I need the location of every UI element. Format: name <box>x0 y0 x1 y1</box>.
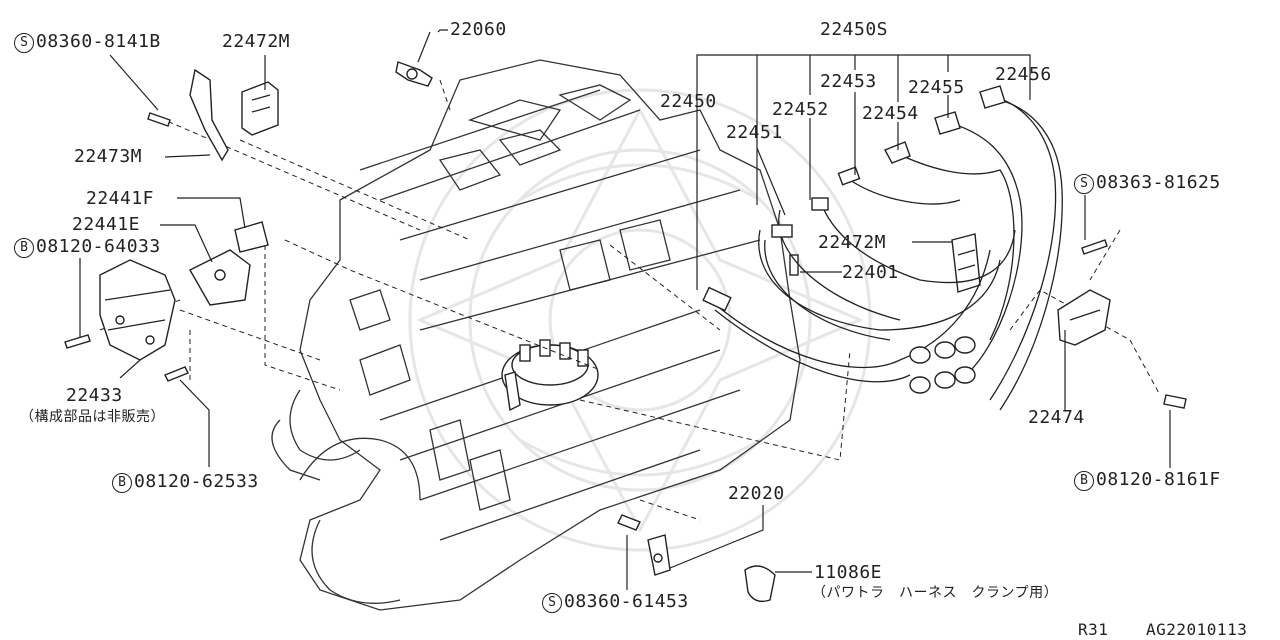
label-22441F: 22441F <box>86 188 155 209</box>
label-22456: 22456 <box>995 64 1052 85</box>
label-22474: 22474 <box>1028 407 1085 428</box>
holder-22472M-mid <box>951 233 981 293</box>
label-22450S: 22450S <box>820 19 889 40</box>
dashed-lines <box>99 79 1161 521</box>
bracket-22473M <box>147 68 229 162</box>
clamp-11086E <box>744 565 776 603</box>
label-22452: 22452 <box>772 99 829 120</box>
label-22472M-top: 22472M <box>222 31 291 52</box>
label-22060: 22060 <box>450 19 507 40</box>
label-22450: 22450 <box>660 91 717 112</box>
label-22454: 22454 <box>862 103 919 124</box>
distributor <box>501 339 599 412</box>
bolt-symbol: B <box>1074 471 1094 491</box>
spark-plug-22401 <box>789 254 799 276</box>
note-22433: （構成部品は非販売） <box>20 409 165 425</box>
bracket-22441 <box>189 221 269 306</box>
footer-model: R31 <box>1078 620 1109 639</box>
screw-symbol: S <box>542 593 562 613</box>
sensor-22060 <box>395 61 433 87</box>
part-number: 08363-81625 <box>1096 172 1221 193</box>
footer-code: AG22010113 <box>1146 620 1248 639</box>
part-number: 08360-8141B <box>36 31 161 52</box>
label-22473M: 22473M <box>74 146 143 167</box>
ignition-coil-22433 <box>99 259 176 361</box>
bolt-symbol: B <box>112 473 132 493</box>
label-11086E: 11086E <box>814 562 883 583</box>
bracket-22474 <box>1057 289 1111 346</box>
label-22401: 22401 <box>842 262 899 283</box>
screw-symbol: S <box>1074 174 1094 194</box>
part-number: 08360-61453 <box>564 591 689 612</box>
label-22453: 22453 <box>820 71 877 92</box>
sensor-22020 <box>647 534 671 576</box>
label-22433: 22433 <box>66 385 123 406</box>
ignition-wires <box>702 85 1063 411</box>
engine-block <box>271 59 801 611</box>
leader-lines <box>79 29 1171 590</box>
bolt-symbol: B <box>14 238 34 258</box>
label-22451: 22451 <box>726 122 783 143</box>
screw-symbol: S <box>14 33 34 53</box>
holder-22472M-top <box>241 81 279 136</box>
watermark-emblem <box>408 88 872 552</box>
part-number: 08120-8161F <box>1096 469 1221 490</box>
label-22441E: 22441E <box>72 214 141 235</box>
part-number: 08120-64033 <box>36 236 161 257</box>
label-22020: 22020 <box>728 483 785 504</box>
label-22455: 22455 <box>908 77 965 98</box>
part-number: 08120-62533 <box>134 471 259 492</box>
label-22472M-mid: 22472M <box>818 232 887 253</box>
note-11086E: （パワトラ ハーネス クランプ用） <box>812 585 1059 601</box>
bolts <box>64 239 1187 531</box>
